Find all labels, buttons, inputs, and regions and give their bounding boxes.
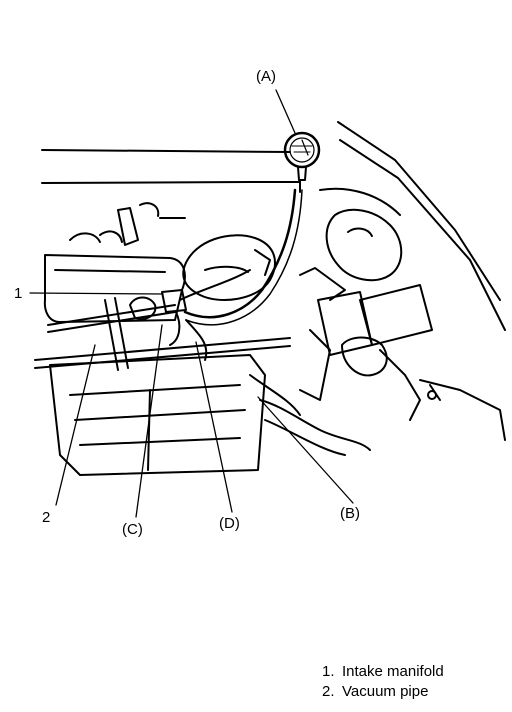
intake-manifold bbox=[43, 202, 186, 323]
legend-item: 2. Vacuum pipe bbox=[322, 682, 444, 702]
callout-b: (B) bbox=[340, 505, 360, 522]
front-components bbox=[299, 208, 506, 441]
callout-1: 1 bbox=[14, 285, 23, 302]
leader-2 bbox=[55, 344, 96, 506]
leader-a bbox=[275, 89, 296, 134]
callout-2: 2 bbox=[42, 509, 51, 526]
leader-1 bbox=[29, 292, 164, 295]
vacuum-hose bbox=[179, 188, 303, 361]
hood-outline bbox=[41, 121, 506, 331]
engine-block bbox=[49, 354, 371, 476]
legend-number: 1. bbox=[322, 663, 335, 680]
legend-label: Vacuum pipe bbox=[342, 683, 429, 700]
air-cleaner bbox=[182, 234, 276, 301]
vacuum-pipe bbox=[34, 297, 291, 371]
tee-fitting bbox=[161, 289, 187, 346]
legend-label: Intake manifold bbox=[342, 663, 444, 680]
legend-number: 2. bbox=[322, 683, 335, 700]
leader-d bbox=[195, 341, 233, 513]
legend: 1. Intake manifold 2. Vacuum pipe bbox=[322, 662, 444, 702]
leader-lines bbox=[29, 89, 354, 518]
callout-d: (D) bbox=[219, 515, 240, 532]
callout-a: (A) bbox=[256, 68, 276, 85]
leader-c bbox=[135, 324, 163, 518]
legend-item: 1. Intake manifold bbox=[322, 662, 444, 682]
callout-c: (C) bbox=[122, 521, 143, 538]
vacuum-gauge-icon bbox=[283, 131, 321, 193]
leader-b bbox=[257, 396, 354, 504]
